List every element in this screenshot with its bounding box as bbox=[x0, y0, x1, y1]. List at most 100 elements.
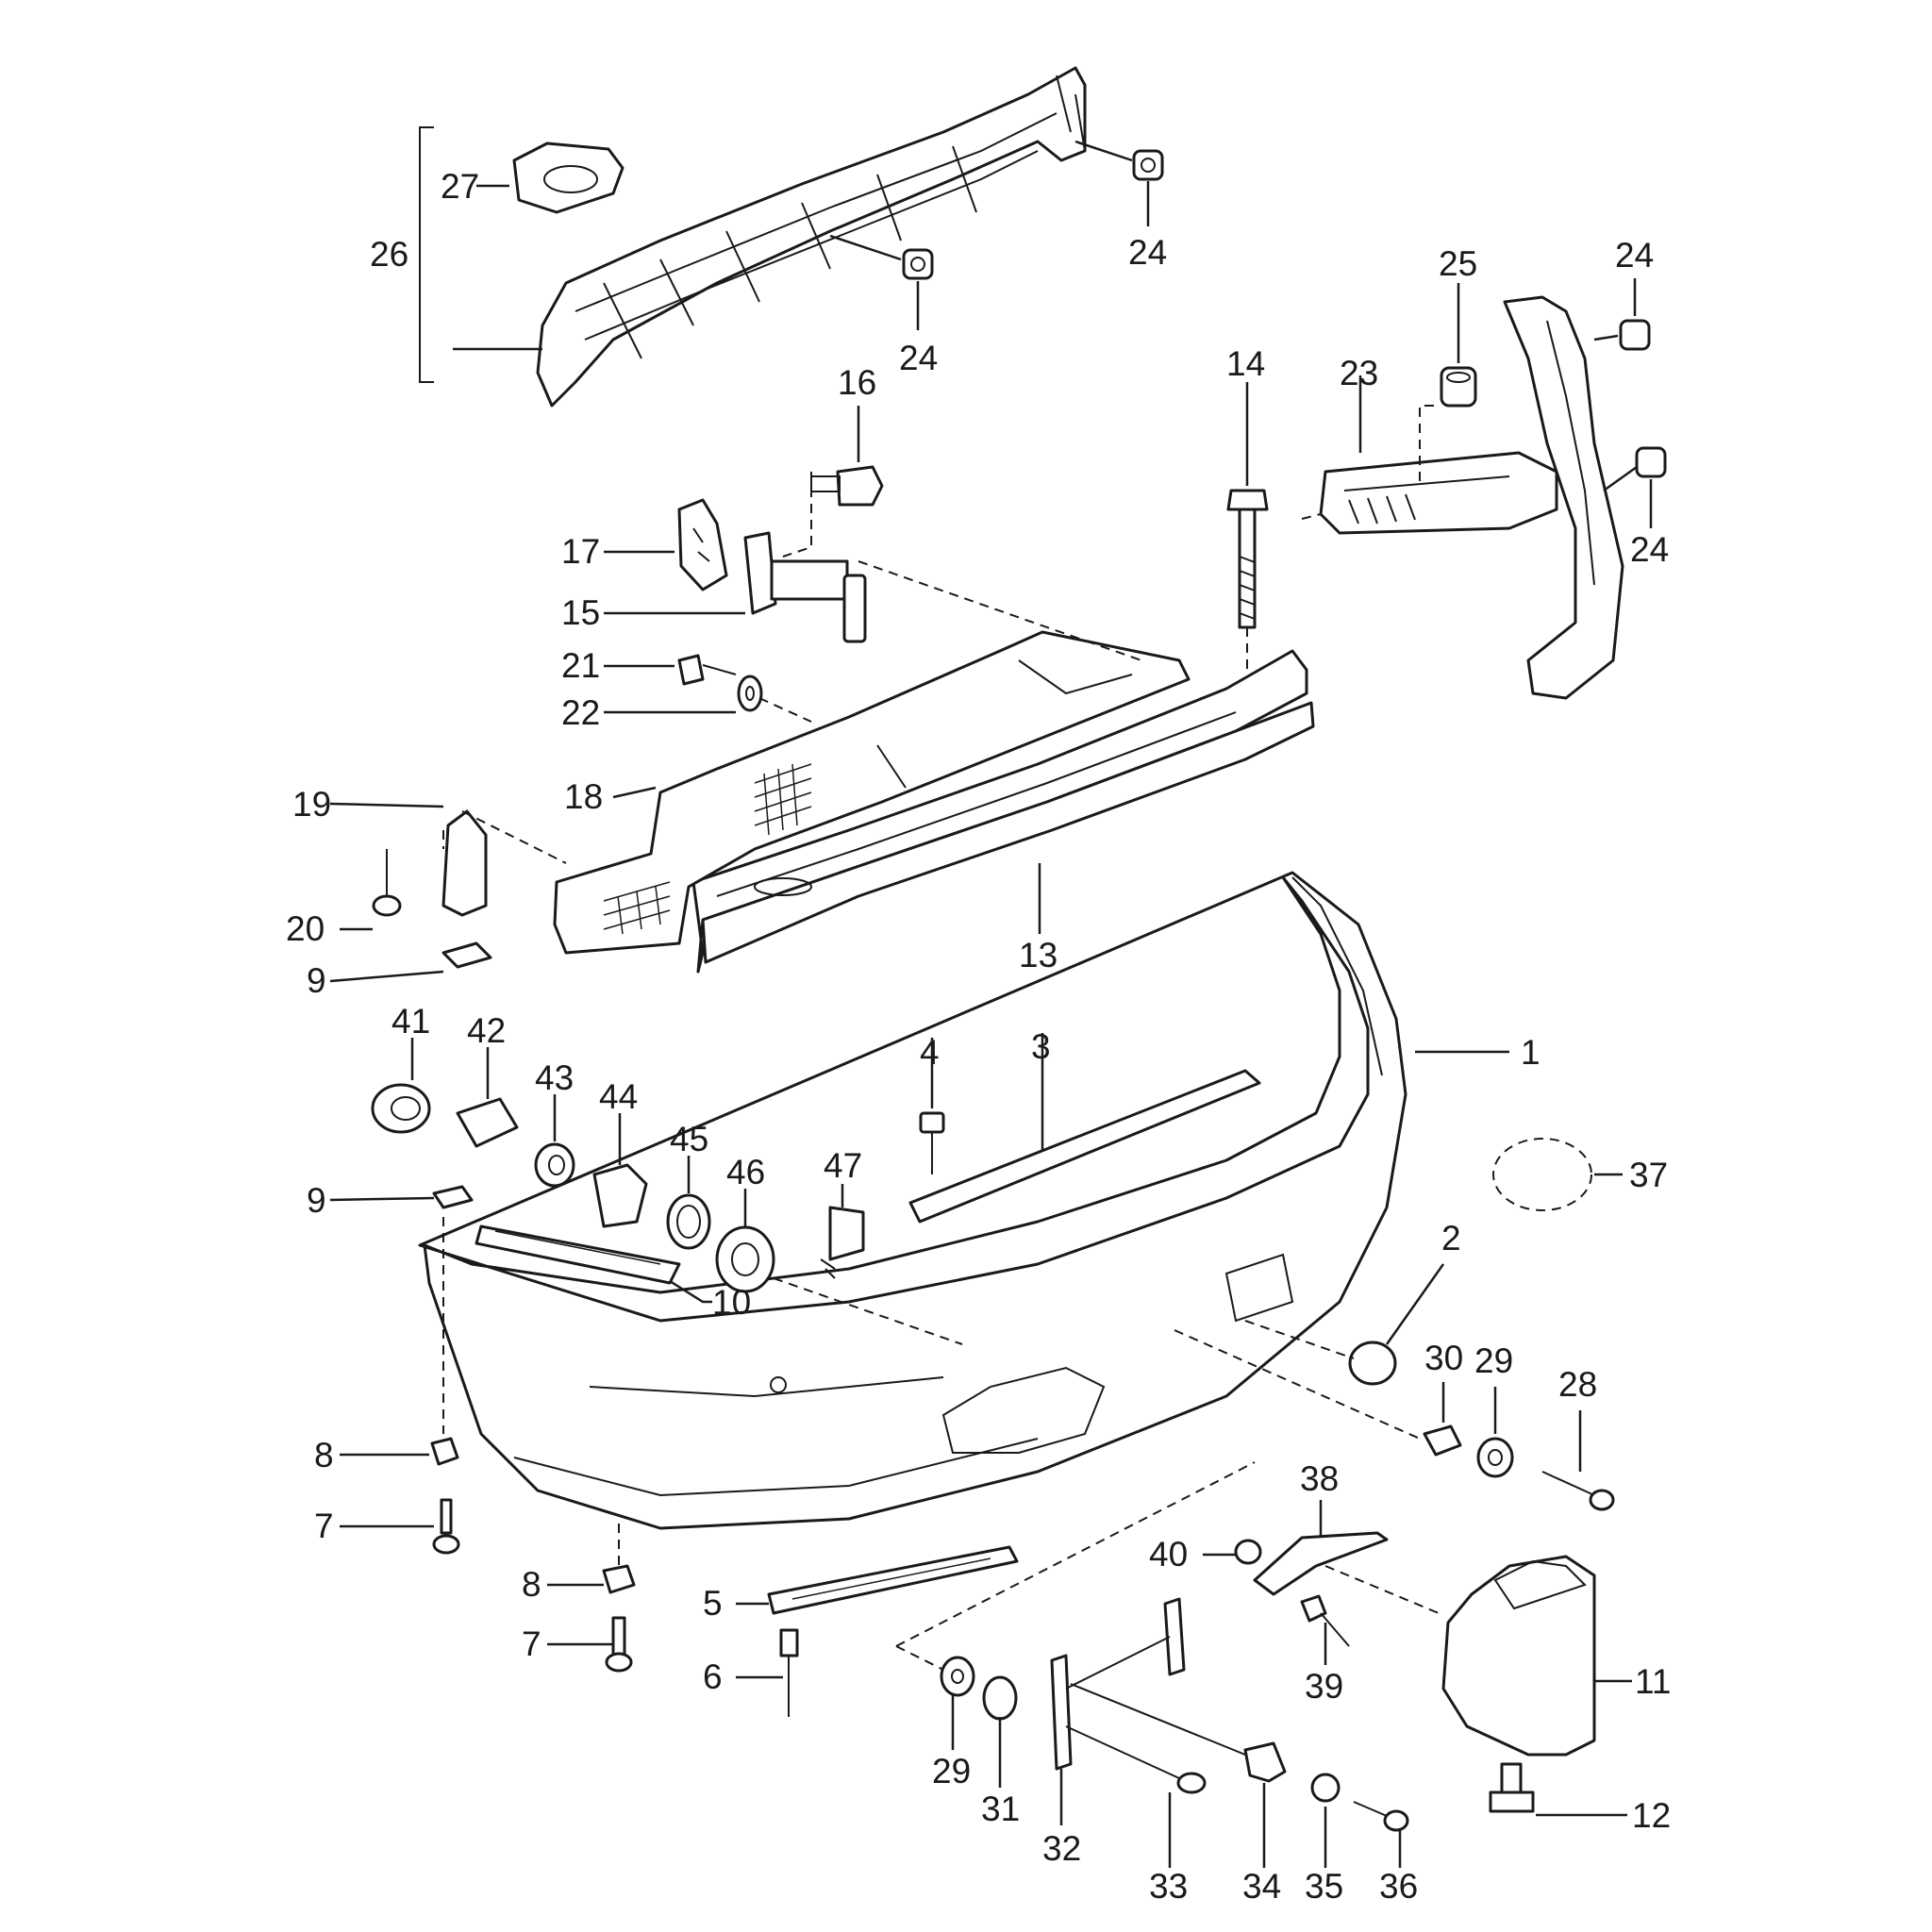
part-12-bolt bbox=[1489, 1762, 1535, 1813]
callout-30: 30 bbox=[1424, 1339, 1463, 1377]
part-2-tow-eye-cap bbox=[1348, 1341, 1397, 1386]
part-44-sensor-holder bbox=[592, 1163, 648, 1228]
part-40-washer bbox=[1234, 1539, 1262, 1565]
part-30-clip bbox=[1423, 1424, 1462, 1457]
part-33-long-screw bbox=[1065, 1725, 1207, 1794]
part-31-grommet bbox=[982, 1675, 1018, 1721]
callout-46: 46 bbox=[726, 1153, 765, 1191]
part-4-screw bbox=[919, 1111, 945, 1174]
part-28-screw bbox=[1541, 1471, 1615, 1511]
callout-labels: 1 2 3 4 5 6 7 7 8 8 9 9 10 11 12 13 14 1… bbox=[286, 167, 1671, 1906]
part-18-bumper-shell-upper bbox=[553, 630, 1191, 955]
callout-18: 18 bbox=[564, 777, 603, 816]
callout-32: 32 bbox=[1042, 1829, 1081, 1868]
part-37-wiring-ring bbox=[1492, 1138, 1592, 1211]
part-26-group-bracket bbox=[419, 126, 434, 383]
part-3-trim-strip bbox=[908, 1069, 1261, 1224]
callout-38: 38 bbox=[1300, 1459, 1339, 1498]
callout-41: 41 bbox=[391, 1002, 430, 1041]
callout-43: 43 bbox=[535, 1058, 574, 1097]
callout-23: 23 bbox=[1340, 354, 1378, 392]
callout-37: 37 bbox=[1629, 1156, 1668, 1194]
part-43-ring bbox=[534, 1142, 575, 1188]
part-17-gasket bbox=[677, 498, 728, 591]
part-6-expanding-rivet bbox=[779, 1628, 799, 1717]
part-45-seal-ring bbox=[666, 1193, 711, 1250]
callout-29-lower: 29 bbox=[932, 1752, 971, 1790]
callout-44: 44 bbox=[599, 1077, 638, 1116]
callout-24-mid: 24 bbox=[899, 339, 938, 377]
part-27-rubber-mount bbox=[512, 142, 625, 214]
callout-1: 1 bbox=[1521, 1033, 1541, 1072]
callout-3: 3 bbox=[1031, 1027, 1051, 1066]
callout-19: 19 bbox=[292, 785, 331, 824]
callout-39: 39 bbox=[1305, 1667, 1343, 1706]
part-36-screw bbox=[1353, 1801, 1409, 1832]
part-9-clip-upper bbox=[441, 941, 492, 969]
callout-22: 22 bbox=[561, 693, 600, 732]
part-8-nut-lower bbox=[602, 1564, 636, 1594]
part-39-clip bbox=[1300, 1594, 1350, 1647]
part-25-grommet bbox=[1440, 366, 1477, 408]
part-26-crossmember bbox=[536, 66, 1087, 408]
part-47-connector bbox=[820, 1206, 865, 1279]
callout-31: 31 bbox=[981, 1790, 1020, 1828]
part-11-tail-light-housing bbox=[1441, 1555, 1596, 1757]
callout-26: 26 bbox=[370, 235, 408, 274]
callout-14: 14 bbox=[1226, 344, 1265, 383]
callout-40: 40 bbox=[1149, 1535, 1188, 1574]
callout-24-top: 24 bbox=[1128, 233, 1167, 272]
part-29-washer-upper bbox=[1476, 1437, 1514, 1478]
part-32-bracket bbox=[1050, 1597, 1186, 1771]
callout-42: 42 bbox=[467, 1011, 506, 1050]
part-29-washer-lower bbox=[940, 1656, 975, 1697]
part-14-long-bolt bbox=[1226, 489, 1269, 629]
callout-25: 25 bbox=[1439, 244, 1477, 283]
callout-34: 34 bbox=[1242, 1867, 1281, 1906]
callout-24-right-upper: 24 bbox=[1615, 236, 1654, 275]
part-46-sensor-bezel bbox=[715, 1225, 775, 1293]
part-24-nut-c bbox=[1619, 319, 1651, 351]
callout-8-left: 8 bbox=[314, 1436, 334, 1474]
part-7-screw-lower bbox=[605, 1616, 633, 1673]
part-35-washer bbox=[1310, 1773, 1341, 1803]
callout-45: 45 bbox=[670, 1120, 708, 1158]
part-10-reflector bbox=[475, 1224, 681, 1285]
part-19-clip-bracket bbox=[441, 809, 488, 917]
callout-36: 36 bbox=[1379, 1867, 1418, 1906]
callout-9-upper: 9 bbox=[307, 961, 326, 1000]
callout-8-lower: 8 bbox=[522, 1565, 541, 1604]
callout-7-lower: 7 bbox=[522, 1624, 541, 1663]
callout-28: 28 bbox=[1558, 1365, 1597, 1404]
part-16-bolt bbox=[810, 465, 884, 507]
callout-4: 4 bbox=[920, 1033, 940, 1072]
callout-13: 13 bbox=[1019, 936, 1058, 974]
callout-47: 47 bbox=[824, 1146, 862, 1185]
part-24-nut-a bbox=[1132, 149, 1164, 181]
part-7-screw-left bbox=[432, 1498, 460, 1555]
part-13-impact-beam bbox=[691, 649, 1315, 974]
callout-29-right: 29 bbox=[1474, 1341, 1513, 1380]
part-9-clip-lower bbox=[432, 1185, 474, 1209]
part-38-lower-trim bbox=[1253, 1531, 1389, 1596]
callout-21: 21 bbox=[561, 646, 600, 685]
callout-27: 27 bbox=[441, 167, 479, 206]
callout-9-lower: 9 bbox=[307, 1181, 326, 1220]
part-21-screw bbox=[677, 654, 737, 686]
part-8-nut-left bbox=[430, 1437, 459, 1466]
part-42-sensor-body bbox=[456, 1097, 519, 1148]
callout-11: 11 bbox=[1635, 1662, 1671, 1701]
part-24-nut-d bbox=[1635, 446, 1667, 478]
callout-5: 5 bbox=[703, 1584, 723, 1623]
callout-16: 16 bbox=[838, 363, 876, 402]
part-5-lower-strip bbox=[767, 1545, 1019, 1615]
part-15-deformation-element bbox=[743, 531, 867, 643]
callout-7-left: 7 bbox=[314, 1507, 334, 1545]
callout-33: 33 bbox=[1149, 1867, 1188, 1906]
callout-12: 12 bbox=[1632, 1796, 1671, 1835]
callout-35: 35 bbox=[1305, 1867, 1343, 1906]
part-24-nut-b bbox=[902, 248, 934, 280]
callout-15: 15 bbox=[561, 593, 600, 632]
callout-17: 17 bbox=[561, 532, 600, 571]
